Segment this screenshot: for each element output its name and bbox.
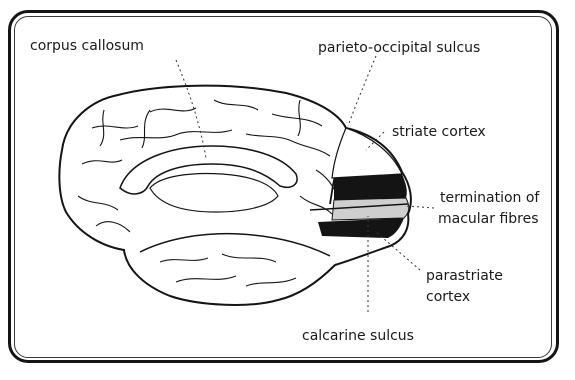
label-corpus-callosum: corpus callosum	[30, 38, 144, 56]
label-calcarine-sulcus: calcarine sulcus	[302, 328, 414, 346]
label-striate-cortex: striate cortex	[392, 124, 486, 142]
macular-band-upper	[334, 174, 407, 200]
label-termination-of: termination of	[440, 190, 539, 208]
parastriate-shaded-band	[332, 198, 409, 220]
label-parastriate: parastriate	[426, 268, 503, 286]
label-parastriate-cortex: cortex	[426, 289, 470, 307]
label-parieto-occipital-sulcus: parieto-occipital sulcus	[318, 40, 480, 58]
leader-parieto-occipital	[348, 56, 376, 126]
label-macular-fibres: macular fibres	[438, 211, 539, 229]
